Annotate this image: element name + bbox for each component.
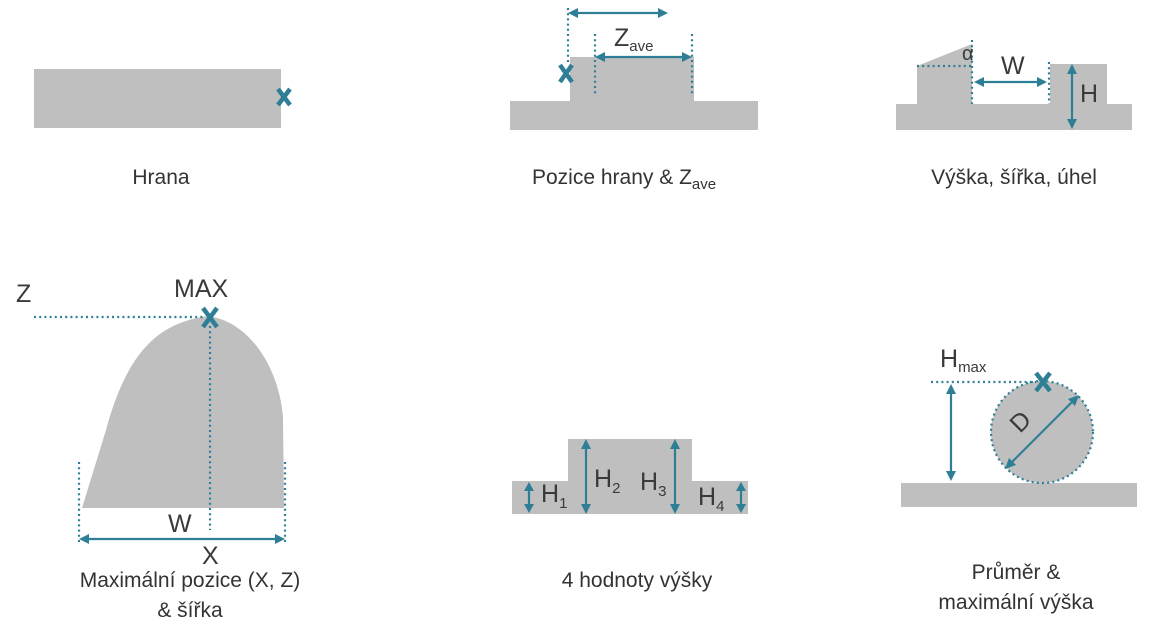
caption-edge: Hrana xyxy=(132,166,190,189)
h1-label: H1 xyxy=(541,480,567,512)
h3-label: H3 xyxy=(640,468,666,500)
max-x-marker xyxy=(201,306,219,329)
panel-max-position: Z MAX W X Maximální pozice (X, Z) & šířk… xyxy=(16,275,300,622)
edge-position-arrow xyxy=(568,8,668,18)
h4-label: H4 xyxy=(698,483,724,515)
h2-label: H2 xyxy=(594,465,620,497)
base-block xyxy=(901,483,1137,507)
panel-height-width-angle: α W H Výška, šířka, úhel xyxy=(896,40,1132,189)
panel-edge: Hrana xyxy=(34,69,292,189)
caption-height-width-angle: Výška, šířka, úhel xyxy=(931,166,1097,189)
caption-diameter-line1: Průměr & xyxy=(972,561,1061,584)
width-arrow xyxy=(974,77,1047,87)
hmax-arrow xyxy=(946,384,956,481)
h-label: H xyxy=(1080,80,1098,108)
edge-x-marker xyxy=(558,63,574,84)
caption-diameter-line2: maximální výška xyxy=(938,591,1094,614)
base-block xyxy=(896,104,1132,130)
caption-four-heights: 4 hodnoty výšky xyxy=(562,569,713,592)
w-label: W xyxy=(1001,52,1025,80)
raised-block xyxy=(570,57,694,103)
h2-arrow xyxy=(581,439,591,514)
caption-max-line1: Maximální pozice (X, Z) xyxy=(80,569,301,592)
left-block xyxy=(917,66,972,106)
dome-shape xyxy=(82,316,284,508)
h4-arrow xyxy=(736,482,746,513)
base-block xyxy=(510,101,758,130)
base-block xyxy=(512,481,748,514)
caption-max-line2: & šířka xyxy=(157,599,223,622)
zave-arrow xyxy=(595,52,692,62)
hmax-label: Hmax xyxy=(940,345,987,376)
top-x-marker xyxy=(1034,371,1052,393)
alpha-label: α xyxy=(962,43,974,65)
w-label: W xyxy=(168,510,192,538)
right-block xyxy=(1050,64,1107,106)
angle-wedge xyxy=(917,44,972,66)
panel-diameter: Hmax D Průměr & maximální výška xyxy=(901,345,1137,614)
diameter-arrow xyxy=(1005,395,1079,469)
edge-block xyxy=(34,69,281,128)
zave-label: Zave xyxy=(614,24,653,55)
z-label: Z xyxy=(16,280,31,308)
x-label: X xyxy=(202,542,219,570)
h1-arrow xyxy=(524,482,534,513)
caption-edge-zave: Pozice hrany & Zave xyxy=(532,166,716,193)
edge-x-marker xyxy=(276,87,292,107)
h3-arrow xyxy=(670,439,680,514)
panel-edge-zave: Zave Pozice hrany & Zave xyxy=(510,8,758,193)
width-arrow xyxy=(79,534,285,544)
height-arrow xyxy=(1067,64,1077,129)
panel-four-heights: H1 H2 H3 H4 4 hodnoty výšky xyxy=(512,439,748,592)
max-label: MAX xyxy=(174,275,229,303)
